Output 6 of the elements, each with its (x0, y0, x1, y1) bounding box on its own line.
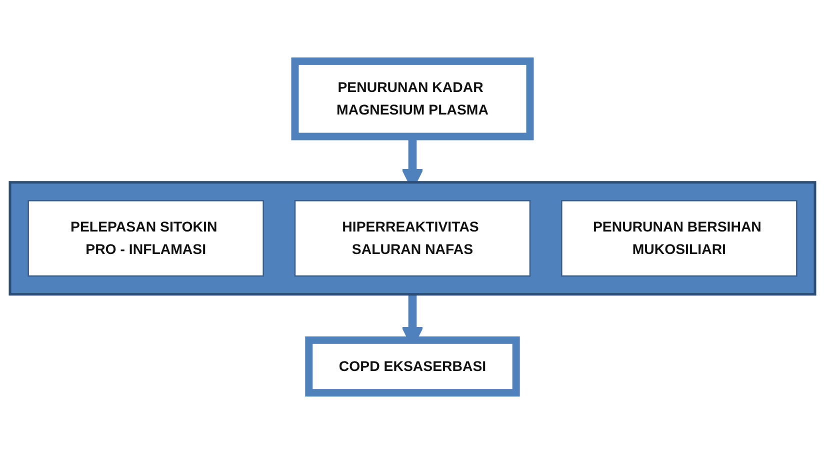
cluster (8, 181, 816, 296)
node-box: HIPERREAKTIVITAS SALURAN NAFAS (294, 200, 531, 277)
node-box: PENURUNAN KADAR MAGNESIUM PLASMA (291, 57, 534, 140)
node-box: PENURUNAN BERSIHAN MUKOSILIARI (561, 200, 798, 277)
node-box: PELEPASAN SITOKIN PRO - INFLAMASI (28, 200, 264, 277)
node-box: COPD EKSASERBASI (305, 336, 520, 397)
